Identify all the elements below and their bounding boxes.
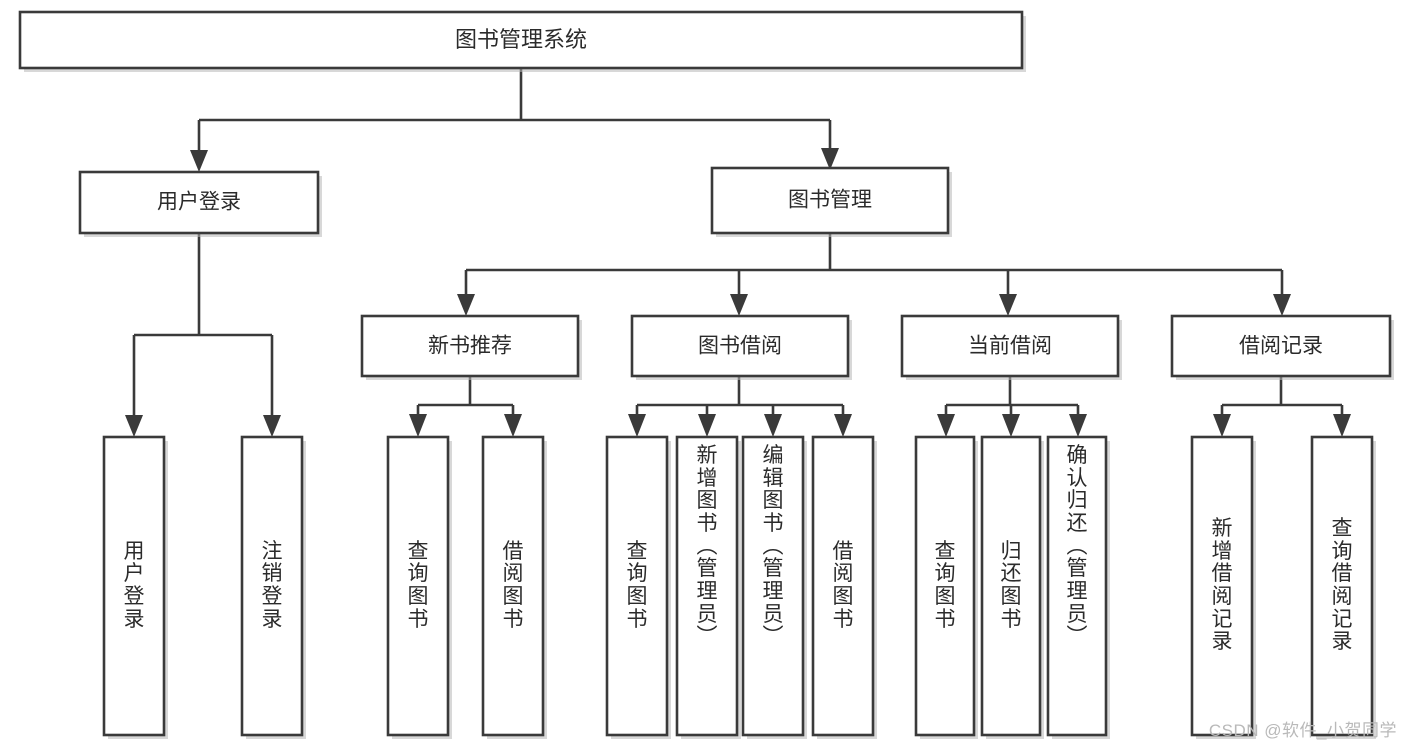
node-box-leaf-currentborrow-3[interactable]	[1046, 435, 1108, 737]
arrowhead-newbook-leaf-1	[409, 414, 427, 437]
arrowhead-currentborrow-leaf-1	[937, 414, 955, 437]
node-box-book-borrow[interactable]	[630, 314, 850, 378]
node-box-leaf-currentborrow-2[interactable]	[980, 435, 1042, 737]
arrowhead-bookborrow-leaf-4	[834, 414, 852, 437]
arrowhead-book-manage	[821, 148, 839, 170]
node-box-leaf-user-login[interactable]	[102, 435, 166, 737]
arrowhead-book-borrow	[730, 294, 748, 316]
node-box-new-book[interactable]	[360, 314, 580, 378]
level2-label-book-borrow: 图书借阅	[698, 335, 782, 358]
arrowhead-current-borrow	[999, 294, 1017, 316]
arrowhead-newbook-leaf-2	[504, 414, 522, 437]
node-box-leaf-newbook-1[interactable]	[386, 435, 450, 737]
arrowhead-group	[125, 148, 1351, 437]
arrowhead-bookborrow-leaf-1	[628, 414, 646, 437]
level2-label-new-book: 新书推荐	[428, 335, 512, 358]
arrowhead-borrow-record	[1273, 294, 1291, 316]
node-box-leaf-bookborrow-4[interactable]	[811, 435, 875, 737]
arrowhead-borrowrecord-leaf-2	[1333, 414, 1351, 437]
arrowhead-user-login	[190, 150, 208, 172]
watermark-text: CSDN @软件_小贺同学	[1208, 721, 1397, 740]
node-box-leaf-newbook-2[interactable]	[481, 435, 545, 737]
level1-label-book-manage: 图书管理	[788, 189, 872, 212]
node-box-leaf-borrowrecord-2[interactable]	[1310, 435, 1374, 737]
arrowhead-leaf-user-login	[125, 415, 143, 437]
arrowhead-borrowrecord-leaf-1	[1213, 414, 1231, 437]
arrowhead-leaf-logout	[263, 415, 281, 437]
node-box-user-login[interactable]	[78, 170, 320, 235]
root-label: 图书管理系统	[455, 27, 587, 52]
node-box-borrow-record[interactable]	[1170, 314, 1392, 378]
node-box-leaf-bookborrow-3[interactable]	[741, 435, 805, 737]
arrowhead-bookborrow-leaf-3	[764, 414, 782, 437]
arrowhead-currentborrow-leaf-3	[1069, 414, 1087, 437]
arrowhead-currentborrow-leaf-2	[1002, 414, 1020, 437]
node-box-leaf-bookborrow-1[interactable]	[605, 435, 669, 737]
node-box-root[interactable]	[18, 10, 1024, 70]
horizontal-label-group: 图书管理系统 用户登录 图书管理 新书推荐 图书借阅 当前借阅 借阅记录	[157, 27, 1323, 358]
node-box-leaf-bookborrow-2[interactable]	[675, 435, 739, 737]
level1-label-user-login: 用户登录	[157, 191, 241, 214]
node-box-leaf-borrowrecord-1[interactable]	[1190, 435, 1254, 737]
arrowhead-bookborrow-leaf-2	[698, 414, 716, 437]
node-box-leaf-currentborrow-1[interactable]	[914, 435, 976, 737]
node-box-book-manage[interactable]	[710, 166, 950, 235]
level2-label-borrow-record: 借阅记录	[1239, 335, 1323, 358]
node-box-current-borrow[interactable]	[900, 314, 1120, 378]
level2-label-current-borrow: 当前借阅	[968, 335, 1052, 358]
node-box-leaf-logout[interactable]	[240, 435, 304, 737]
arrowhead-new-book	[457, 294, 475, 316]
node-box-group	[18, 10, 1394, 739]
